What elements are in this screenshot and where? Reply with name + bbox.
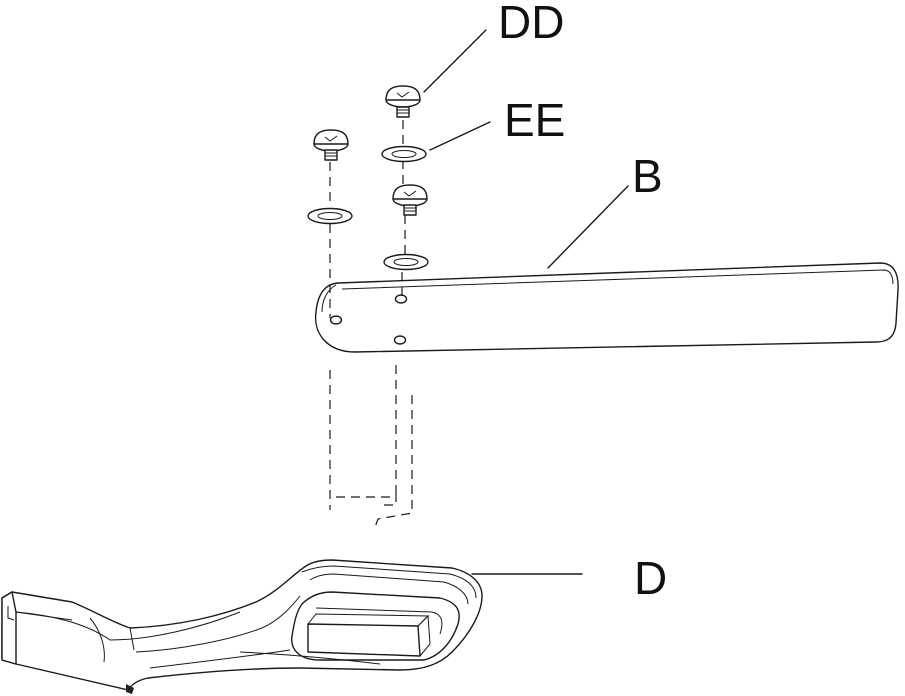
fan-blade	[314, 262, 899, 353]
washer	[307, 207, 353, 225]
blade-hole	[393, 335, 407, 345]
screw	[385, 85, 421, 118]
alignment-lines	[329, 120, 413, 531]
washer	[383, 253, 429, 271]
callout-screw-label: DD	[498, 0, 564, 48]
screw	[313, 129, 349, 161]
washer	[381, 145, 427, 163]
leader-line-washer	[429, 121, 491, 151]
callout-blade-label: B	[632, 150, 663, 202]
leader-line-screw	[423, 29, 487, 93]
callout-blade-iron-label: D	[634, 552, 667, 604]
leader-line-blade	[547, 185, 629, 269]
screw	[392, 184, 428, 216]
blade-hole	[329, 315, 343, 325]
leader-lines	[423, 29, 629, 575]
callout-washer-label: EE	[504, 94, 565, 146]
blade-iron	[1, 559, 483, 694]
blade-hole	[394, 294, 408, 304]
